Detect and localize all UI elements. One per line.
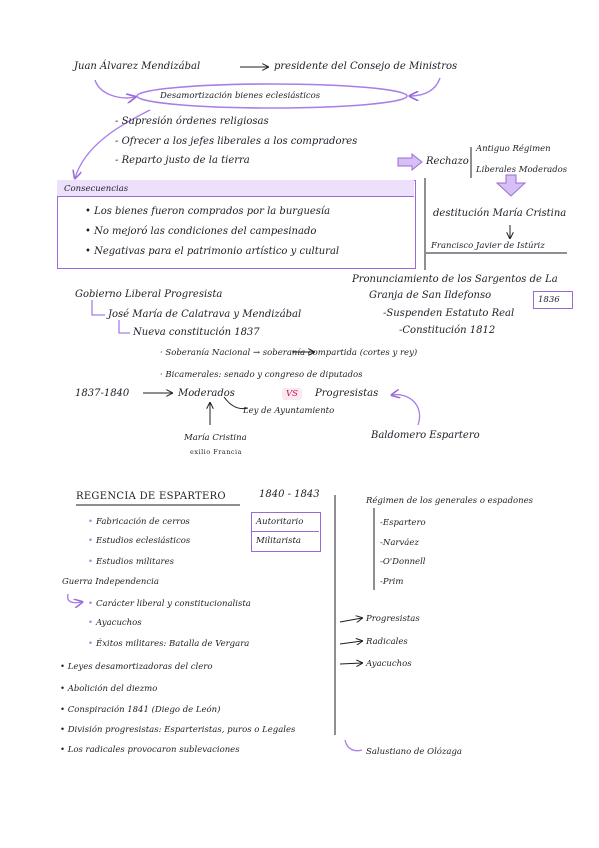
tags-divider [251,531,319,532]
title-mendizabal: Juan Álvarez Mendizábal [74,61,201,72]
progresistas: Progresistas [315,388,379,399]
gobierno-title: Gobierno Liberal Progresista [75,289,223,300]
constitucion-1812: -Constitución 1812 [399,325,496,336]
item-supresion: - Supresión órdenes religiosas [115,116,269,127]
general-narvaez: -Narváez [380,538,419,548]
consecuencia-3: • Negativas para el patrimonio artístico… [85,246,340,257]
year-1836: 1836 [538,295,560,305]
guerra-item-1: Carácter liberal y constitucionalista [88,598,251,610]
pronunciamiento-2: Granja de San Ildefonso [369,290,492,301]
point-soberania: · Soberanía Nacional → soberanía compart… [160,348,418,358]
period-1837-1840: 1837-1840 [75,388,130,399]
guerra-independencia: Guerra Independencia [62,577,159,587]
branch-ayacuchos: Ayacuchos [366,659,412,669]
exilio-francia: exilio Francia [190,448,243,456]
bottom-item-5: • Los radicales provocaron sublevaciones [60,745,240,755]
bottom-item-3: • Conspiración 1841 (Diego de León) [60,705,221,715]
moderados: Moderados [178,388,235,399]
year-box [533,291,573,309]
tag-militarista: Militarista [256,536,301,546]
regencia-item-2: Estudios eclesiásticos [88,535,190,547]
item-reparto: - Reparto justo de la tierra [115,155,250,166]
ley-ayuntamiento: Ley de Ayuntamiento [243,406,335,416]
branch-radicales: Radicales [366,637,408,647]
destitucion: destitución María Cristina [433,208,567,219]
baldomero-espartero: Baldomero Espartero [371,430,480,441]
general-odonnell: -O'Donnell [380,557,426,567]
salustiano-olozaga: Salustiano de Olózaga [366,747,462,757]
oval-desamortizacion: Desamortización bienes eclesiásticos [160,91,321,101]
guerra-item-3: Éxitos militares: Batalla de Vergara [88,638,249,650]
consecuencia-2: • No mejoró las condiciones del campesin… [85,226,317,237]
suspenden-estatuto: -Suspenden Estatuto Real [383,308,515,319]
bottom-item-1: • Leyes desamortizadoras del clero [60,662,213,672]
vs-badge: VS [282,388,302,400]
general-espartero: -Espartero [380,518,426,528]
consecuencias-title: Consecuencias [64,184,129,194]
guerra-item-2: Ayacuchos [88,617,142,629]
tag-autoritario: Autoritario [256,517,304,527]
bottom-item-4: • División progresistas: Esparteristas, … [60,725,296,735]
nueva-constitucion: Nueva constitución 1837 [133,327,260,338]
title-presidente: presidente del Consejo de Ministros [274,61,458,72]
bottom-item-2: • Abolición del diezmo [60,684,158,694]
consecuencia-1: • Los bienes fueron comprados por la bur… [85,206,331,217]
point-bicamerales: · Bicamerales: senado y congreso de dipu… [160,370,363,380]
item-ofrecer: - Ofrecer a los jefes liberales a los co… [115,136,358,147]
branch-progresistas: Progresistas [366,614,420,624]
francisco-isturiz: Francisco Javier de Istúriz [431,241,545,251]
pronunciamiento-1: Pronunciamiento de los Sargentos de La [352,274,558,285]
tags-box [251,512,321,552]
rechazo-label: Rechazo [426,156,469,167]
calatrava-mendizabal: José María de Calatrava y Mendizábal [108,309,302,320]
regencia-item-3: Estudios militares [88,556,174,568]
regimen-generales: Régimen de los generales o espadones [366,496,533,506]
regencia-years: 1840 - 1843 [259,489,320,500]
regencia-title: REGENCIA DE ESPARTERO [76,491,226,502]
regencia-item-1: Fabricación de cerros [88,516,190,528]
rechazo-antiguo-regimen: Antiguo Régimen [476,144,551,154]
rechazo-liberales-moderados: Liberales Moderados [476,165,568,175]
consecuencias-header [57,180,414,197]
general-prim: -Prim [380,577,404,587]
maria-cristina: María Cristina [184,433,247,443]
